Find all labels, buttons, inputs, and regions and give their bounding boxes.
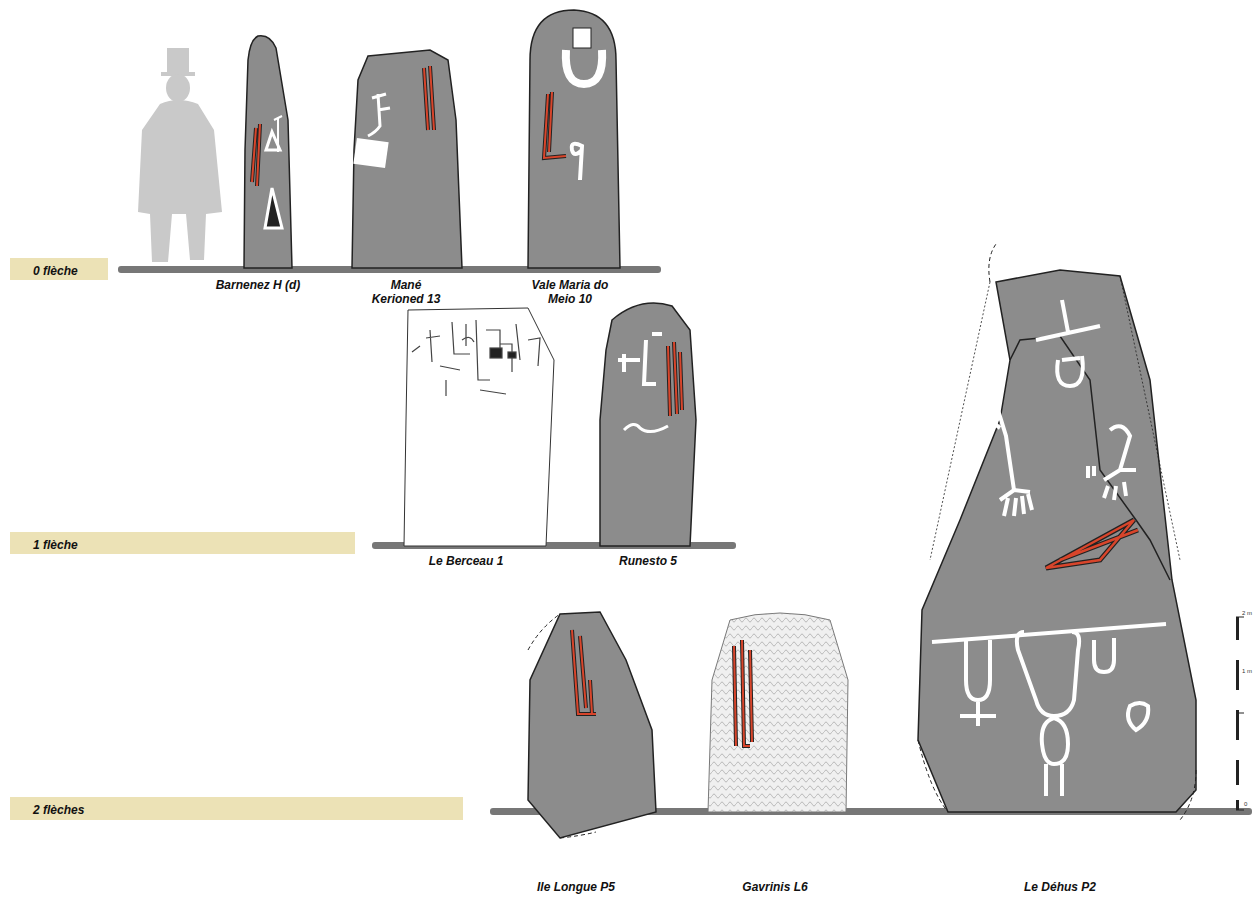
human-silhouette (138, 48, 222, 262)
stone-ile-longue (528, 612, 656, 838)
stone-gavrinis (708, 613, 848, 812)
band-label: 0 flèche (33, 264, 78, 278)
stone-name: Runesto 5 (588, 554, 708, 568)
stone-name: Mané Kerioned 13 (366, 278, 446, 306)
scale-value: 1 m (1242, 668, 1252, 674)
stone-name: Ile Longue P5 (516, 880, 636, 894)
stone-name: Le Déhus P2 (990, 880, 1130, 894)
category-band: 1 flèche (10, 532, 355, 554)
stone-name: Vale Maria do Meio 10 (520, 278, 620, 306)
stone-mane-kerioned (352, 50, 462, 268)
stone-name: Gavrinis L6 (715, 880, 835, 894)
stone-le-dehus (918, 244, 1196, 820)
stone-le-berceau (404, 308, 554, 546)
stone-name: Barnenez H (d) (198, 278, 318, 292)
category-band: 0 flèche (10, 258, 108, 280)
stone-name: Le Berceau 1 (406, 554, 526, 568)
stone-runesto (600, 303, 696, 546)
stone-vale-maria (528, 10, 620, 268)
scale-value: 0 (1244, 801, 1247, 807)
stone-barnenez (244, 36, 292, 268)
category-band: 2 flèches (10, 797, 463, 820)
band-label: 2 flèches (33, 803, 84, 817)
scale-bar (1236, 617, 1244, 810)
scale-value: 2 m (1242, 610, 1252, 616)
band-label: 1 flèche (33, 538, 78, 552)
